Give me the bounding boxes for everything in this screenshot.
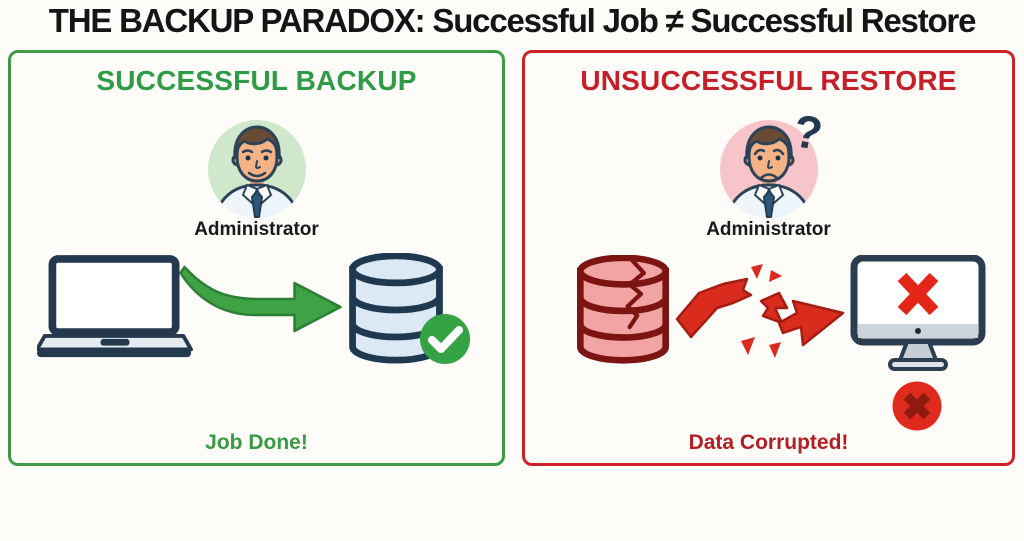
successful-backup-heading: SUCCESSFUL BACKUP [96, 65, 417, 96]
backup-arrow-icon [179, 261, 347, 335]
administrator-avatar [205, 117, 309, 221]
screen-x-mark [897, 272, 939, 316]
cracked-database-icon [573, 255, 673, 365]
break-spark [741, 337, 755, 355]
successful-backup-panel: SUCCESSFUL BACKUP Administrator [8, 50, 505, 466]
worried-administrator-avatar-icon [719, 120, 818, 218]
break-spark [769, 270, 782, 282]
database-icon [347, 253, 445, 365]
worried-administrator-avatar: ? [717, 104, 827, 221]
crack-line [625, 258, 646, 330]
laptop-icon [37, 253, 193, 365]
administrator-avatar-icon [207, 120, 306, 218]
break-spark [751, 264, 763, 279]
question-mark-icon: ? [790, 103, 827, 161]
page-title: THE BACKUP PARADOX: Successful Job ≠ Suc… [48, 2, 977, 39]
backup-caption: Job Done! [205, 431, 308, 454]
broken-arrow-icon [675, 263, 851, 363]
check-badge-icon [417, 311, 473, 367]
error-badge-icon [890, 379, 944, 433]
unsuccessful-restore-heading: UNSUCCESSFUL RESTORE [580, 65, 957, 96]
administrator-label: Administrator [706, 219, 831, 240]
break-spark [769, 342, 781, 358]
restore-caption: Data Corrupted! [688, 431, 849, 454]
monitor-error-icon [850, 255, 986, 371]
administrator-label: Administrator [194, 219, 319, 240]
unsuccessful-restore-panel: UNSUCCESSFUL RESTORE ? Administra [522, 50, 1015, 466]
